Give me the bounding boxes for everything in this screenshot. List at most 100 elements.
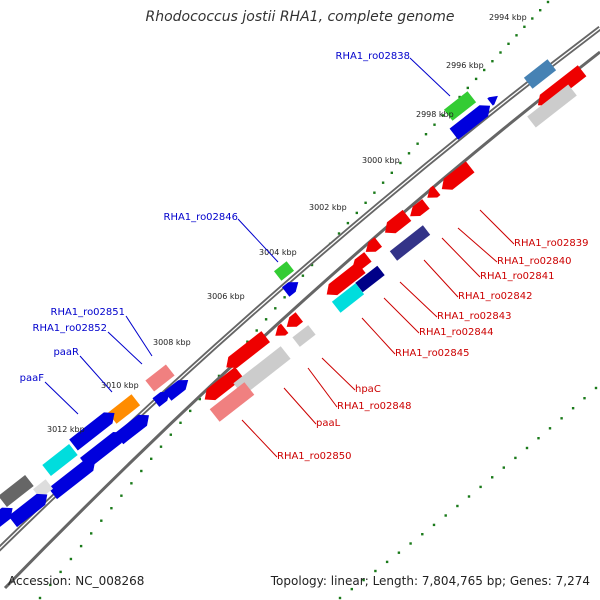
forward-gene-feature[interactable] [42,444,78,476]
reverse-gene-feature[interactable] [331,283,365,313]
forward-gene-feature[interactable] [282,282,299,297]
forward-gene-label[interactable]: RHA1_ro02846 [164,212,239,223]
reverse-gene-feature[interactable] [427,185,441,198]
forward-gene-feature[interactable] [449,105,491,140]
outer-scale-dot [531,17,534,20]
forward-gene-feature[interactable] [274,261,294,281]
reverse-gene-feature[interactable] [209,382,255,422]
kbp-tick-label: 3006 kbp [207,292,245,301]
inner-scale-dot [514,456,517,460]
outer-scale-dot [491,60,494,63]
forward-gene-leader [79,355,113,393]
inner-scale-dot [467,495,471,498]
kbp-tick-label: 3002 kbp [309,203,347,212]
reverse-gene-label[interactable]: RHA1_ro02842 [458,291,533,302]
kbp-tick-label: 3008 kbp [153,338,191,347]
forward-gene-feature[interactable] [0,507,13,534]
reverse-gene-label[interactable]: RHA1_ro02843 [437,311,512,322]
outer-scale-dot [100,519,103,522]
reverse-gene-feature[interactable] [537,65,587,106]
reverse-gene-feature[interactable] [286,312,303,327]
reverse-gene-feature[interactable] [365,237,382,252]
genome-stats: Topology: linear; Length: 7,804,765 bp; … [271,574,590,588]
inner-scale-dot [571,407,575,410]
forward-gene-feature[interactable] [8,493,48,528]
outer-scale-dot [301,274,305,277]
forward-gene-feature[interactable] [33,479,53,499]
inner-scale-dot [397,551,401,554]
inner-scale-dot [362,578,365,582]
forward-gene-feature[interactable] [107,394,141,424]
inner-scale-dot [525,446,529,450]
forward-gene-feature[interactable] [80,432,124,469]
reverse-gene-feature[interactable] [410,199,430,217]
reverse-gene-feature[interactable] [441,161,475,190]
reverse-gene-feature[interactable] [385,209,412,234]
outer-scale-dot [189,409,192,413]
inner-scale-dot [548,427,552,430]
topology-value: linear; [330,574,369,588]
reverse-gene-feature[interactable] [355,265,385,293]
reverse-gene-label[interactable]: RHA1_ro02840 [497,256,572,267]
reverse-gene-feature[interactable] [326,261,366,296]
reverse-gene-label[interactable]: RHA1_ro02841 [480,271,555,282]
kbp-tick-label: 3004 kbp [259,248,297,257]
reverse-gene-label[interactable]: RHA1_ro02850 [277,451,352,462]
forward-gene-feature[interactable] [0,475,34,507]
reverse-gene-label[interactable]: RHA1_ro02839 [514,238,589,249]
outer-scale-dot [458,95,461,99]
reverse-gene-feature[interactable] [233,346,291,396]
outer-scale-dot [217,374,221,378]
forward-gene-feature[interactable] [69,412,115,451]
forward-gene-label[interactable]: RHA1_ro02851 [51,307,126,318]
forward-gene-label[interactable]: paaF [20,373,45,384]
inner-scale-dot [502,466,505,469]
forward-gene-feature[interactable] [443,91,477,121]
outer-scale-dot [120,494,123,497]
forward-gene-feature[interactable] [152,391,171,407]
inner-scale-dot [338,596,342,600]
inner-scale-dot [537,437,540,440]
length-value: 7,804,765 bp; [421,574,507,588]
reverse-gene-label[interactable]: RHA1_ro02848 [337,401,412,412]
reverse-gene-feature[interactable] [389,225,431,261]
inner-scale-dot [432,523,436,527]
reverse-gene-leader [241,419,278,458]
outer-scale-dot [441,114,445,117]
outer-scale-dot [373,191,376,194]
reverse-gene-leader [399,281,438,318]
outer-scale-dot [59,570,62,574]
reverse-gene-label[interactable]: RHA1_ro02845 [395,348,470,359]
gene-labels: RHA1_ro02838RHA1_ro02846RHA1_ro02851RHA1… [20,51,589,462]
reverse-gene-feature[interactable] [292,325,316,347]
forward-gene-feature[interactable] [487,95,498,106]
outer-scale-dot [246,340,249,343]
forward-gene-feature[interactable] [523,59,557,89]
reverse-gene-label[interactable]: hpaC [355,384,381,395]
outer-scale-dot [399,161,402,165]
forward-gene-feature[interactable] [145,364,175,392]
forward-gene-feature[interactable] [48,459,96,500]
reverse-gene-label[interactable]: RHA1_ro02844 [419,327,494,338]
inner-scale-dot [421,533,424,536]
forward-gene-feature[interactable] [164,380,189,401]
outer-scale-dot [416,142,419,145]
reverse-gene-leader [321,357,356,391]
outer-scale-dot [169,433,172,436]
outer-scale-dot [407,152,411,155]
outer-scale-dot [546,0,550,4]
reverse-gene-feature[interactable] [527,84,577,128]
reverse-gene-label[interactable]: paaL [316,418,341,429]
forward-gene-label[interactable]: RHA1_ro02838 [336,51,411,62]
forward-gene-label[interactable]: RHA1_ro02852 [33,323,108,334]
forward-gene-label[interactable]: paaR [53,347,79,358]
outer-scale-dot [507,42,510,45]
outer-scale-dot [140,469,143,473]
reverse-gene-feature[interactable] [204,366,244,401]
reverse-gene-feature[interactable] [275,323,289,336]
inner-scale-dot [479,485,482,489]
genes-label: Genes: [509,574,552,588]
outer-scale-dot [424,133,428,136]
forward-gene-feature[interactable] [114,414,149,445]
reverse-gene-feature[interactable] [226,331,270,368]
